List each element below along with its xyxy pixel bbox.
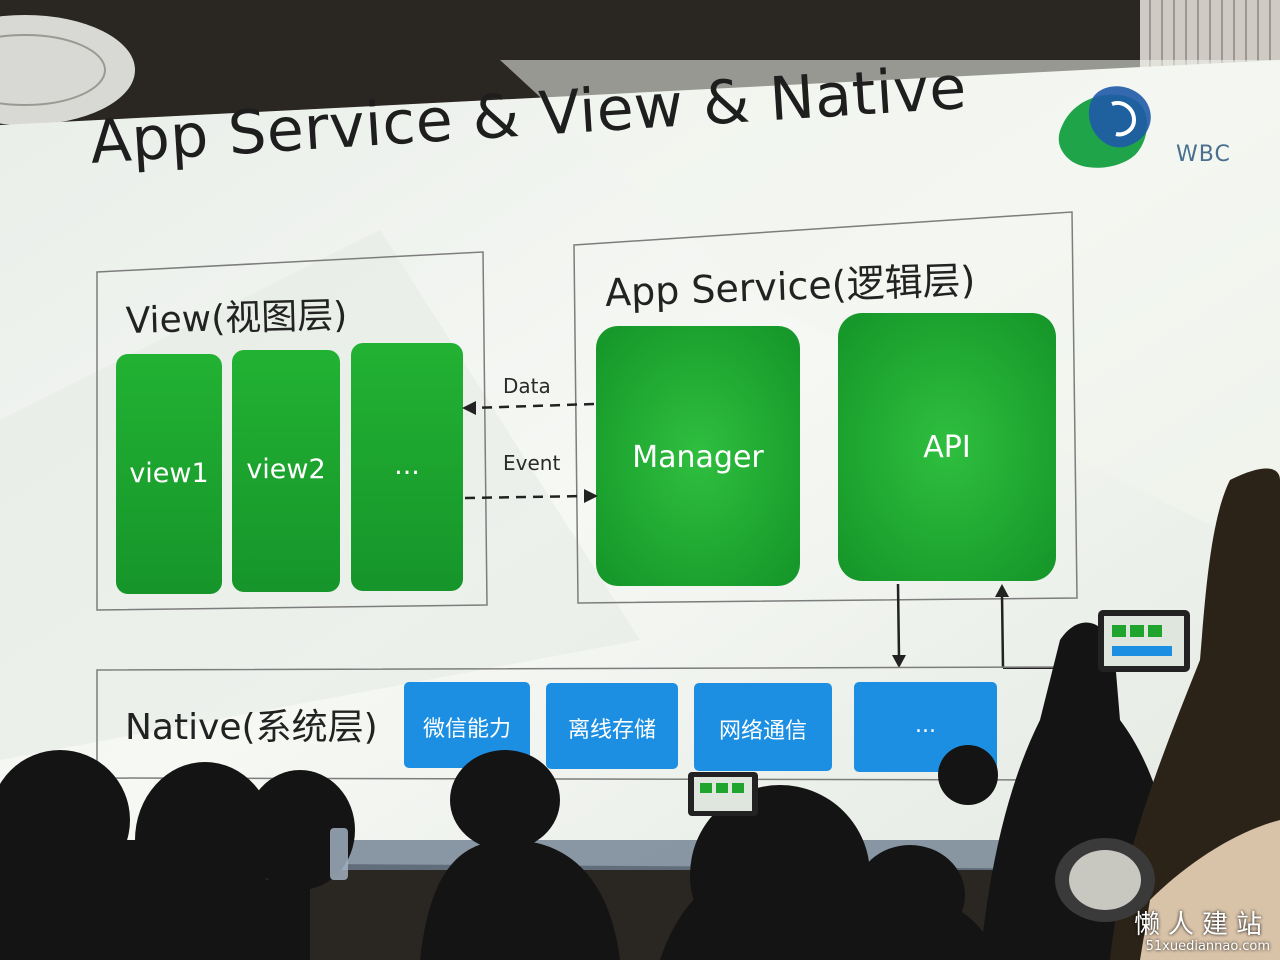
api-label: API (923, 430, 971, 465)
app-service-frame (573, 211, 1078, 604)
native-layer-heading: Native(系统层) (125, 707, 378, 748)
view-more-label: ... (394, 450, 420, 481)
watermark-site-name: 懒人建站 (1133, 910, 1270, 940)
view-more-box (351, 343, 463, 591)
api-down-arrow (892, 583, 906, 668)
ceiling-lamp (0, 15, 135, 125)
network-box (694, 683, 832, 771)
water-bottle (330, 828, 348, 880)
phone-screen-right (1098, 610, 1190, 672)
watermark-url: 51xuediannao.com (1145, 939, 1270, 954)
offline-storage-box (546, 683, 678, 769)
phone-screen-left (688, 772, 758, 816)
view2-box (232, 350, 340, 592)
wechat-capability-label: 微信能力 (422, 717, 511, 742)
api-box (838, 313, 1056, 581)
view2-label: view2 (246, 454, 326, 485)
network-label: 网络通信 (718, 719, 807, 744)
manager-label: Manager (632, 440, 764, 475)
view-layer-heading: View(视图层) (125, 295, 348, 342)
logo-text: WBC (1176, 142, 1231, 167)
manager-box (596, 326, 800, 586)
event-arrow-label: Event (503, 451, 561, 475)
event-arrow (464, 489, 598, 503)
native-up-arrow (995, 584, 1009, 669)
wbc-logo (1058, 86, 1151, 168)
wechat-capability-box (404, 682, 530, 768)
offline-storage-label: 离线存储 (567, 718, 656, 743)
data-arrow (462, 401, 595, 415)
view1-label: view1 (129, 458, 209, 489)
native-more-label: ... (915, 713, 936, 738)
wristwatch (1055, 838, 1155, 922)
view-layer-frame (96, 251, 488, 611)
view1-box (116, 354, 222, 594)
data-arrow-label: Data (503, 374, 551, 398)
